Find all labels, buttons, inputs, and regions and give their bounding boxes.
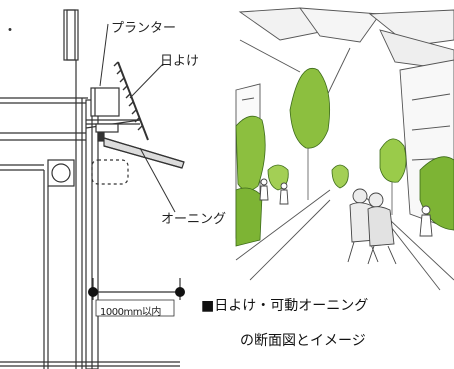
bullet-mark: ・ xyxy=(3,23,17,39)
upper-column xyxy=(66,9,76,61)
dimension-dot-left xyxy=(88,287,98,297)
street-illustration xyxy=(235,7,454,291)
dimension-dot-right xyxy=(175,287,185,297)
awning-label: オーニング xyxy=(161,212,227,227)
planter-label: プランター xyxy=(111,21,177,36)
planter-box xyxy=(90,87,120,117)
shade-leader xyxy=(129,63,164,99)
caption-line-1: ■日よけ・可動オーニング xyxy=(201,298,369,314)
planter-leader xyxy=(99,23,109,87)
sunshade-label: 日よけ xyxy=(160,54,200,69)
people xyxy=(259,178,433,265)
awning-shape xyxy=(103,137,185,169)
dimension-label: 1000mm以内 xyxy=(100,307,161,318)
caption-line-2: の断面図とイメージ xyxy=(240,333,366,349)
sunshade-frame xyxy=(117,61,149,141)
awning-leader xyxy=(139,147,176,213)
